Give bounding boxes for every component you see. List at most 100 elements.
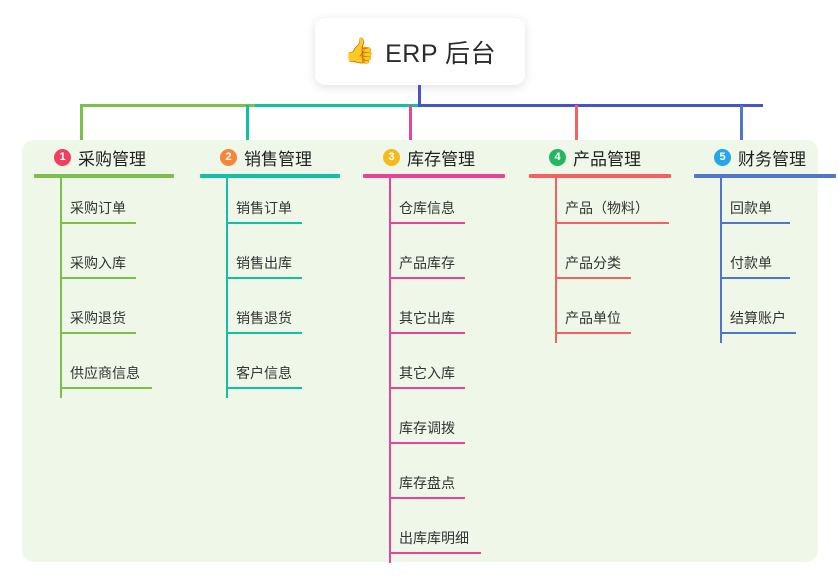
leaf-item[interactable]: 付款单 (694, 233, 839, 288)
leaf-item-label: 采购订单 (70, 200, 126, 216)
leaf-item-label: 产品单位 (565, 310, 621, 326)
leaf-item[interactable]: 供应商信息 (34, 343, 186, 398)
leaf-item-label: 销售订单 (236, 200, 292, 216)
leaf-item-underline (389, 552, 481, 554)
leaf-item[interactable]: 回款单 (694, 178, 839, 233)
branch-title-1: 采购管理 (78, 149, 146, 169)
leaf-item-underline (555, 222, 669, 224)
connector-horizontal-segment-1 (80, 104, 255, 107)
leaf-item[interactable]: 销售出库 (200, 233, 352, 288)
leaf-item-underline (555, 277, 631, 279)
leaf-item-underline (720, 277, 790, 279)
connector-drop-branch-1 (80, 105, 83, 145)
leaf-item[interactable]: 结算账户 (694, 288, 839, 343)
leaf-item[interactable]: 采购订单 (34, 178, 186, 233)
branch-title-2: 销售管理 (244, 149, 312, 169)
branch-1: 1 采购管理采购订单采购入库采购退货供应商信息 (34, 144, 186, 398)
leaf-item[interactable]: 其它入库 (363, 343, 517, 398)
branch-badge-icon-2: 2 (220, 148, 237, 166)
branch-underline-3 (363, 174, 505, 178)
connector-horizontal-segment-3 (418, 104, 763, 107)
leaf-item[interactable]: 产品单位 (529, 288, 683, 343)
leaf-item-underline (60, 332, 136, 334)
root-node[interactable]: 👍 ERP 后台 (315, 18, 525, 85)
leaf-item[interactable]: 其它出库 (363, 288, 517, 343)
leaf-item[interactable]: 出库库明细 (363, 508, 517, 563)
branch-underline-2 (200, 174, 340, 178)
leaf-item-underline (60, 387, 152, 389)
branch-header-1[interactable]: 1 采购管理 (34, 144, 186, 170)
leaf-item-label: 产品分类 (565, 255, 621, 271)
branch-title-4: 产品管理 (573, 149, 641, 169)
leaf-item[interactable]: 仓库信息 (363, 178, 517, 233)
leaf-item-label: 销售出库 (236, 255, 292, 271)
leaf-item-label: 销售退货 (236, 310, 292, 326)
leaf-item[interactable]: 销售退货 (200, 288, 352, 343)
branch-items-3: 仓库信息产品库存其它出库其它入库库存调拨库存盘点出库库明细 (363, 178, 517, 563)
branch-header-2[interactable]: 2 销售管理 (200, 144, 352, 170)
leaf-item[interactable]: 采购入库 (34, 233, 186, 288)
leaf-item-label: 其它入库 (399, 365, 455, 381)
leaf-item-underline (720, 332, 796, 334)
connector-drop-branch-4 (575, 105, 578, 145)
leaf-item-underline (226, 387, 302, 389)
branch-badge-icon-5: 5 (714, 148, 731, 166)
branch-spine-2 (226, 178, 228, 398)
connector-drop-branch-3 (409, 105, 412, 145)
branch-spine-5 (720, 178, 722, 343)
leaf-item-label: 库存调拨 (399, 420, 455, 436)
branches-panel (22, 140, 818, 562)
branch-underline-4 (529, 174, 671, 178)
leaf-item-underline (389, 277, 465, 279)
leaf-item-label: 采购入库 (70, 255, 126, 271)
leaf-item-underline (389, 497, 465, 499)
leaf-item-label: 回款单 (730, 200, 772, 216)
connector-horizontal-segment-2 (255, 104, 418, 107)
branch-items-4: 产品（物料） 产品分类产品单位 (529, 178, 683, 343)
leaf-item-label: 出库库明细 (399, 530, 469, 546)
leaf-item[interactable]: 销售订单 (200, 178, 352, 233)
leaf-item-label: 仓库信息 (399, 200, 455, 216)
leaf-item[interactable]: 采购退货 (34, 288, 186, 343)
leaf-item-label: 产品（物料） (565, 200, 649, 216)
branch-badge-icon-1: 1 (54, 148, 71, 166)
branch-2: 2 销售管理销售订单销售出库销售退货客户信息 (200, 144, 352, 398)
thumbs-up-icon: 👍 (343, 37, 376, 65)
branch-items-5: 回款单付款单结算账户 (694, 178, 839, 343)
branch-spine-3 (389, 178, 391, 563)
leaf-item-underline (389, 332, 465, 334)
branch-underline-5 (694, 174, 836, 178)
leaf-item-label: 客户信息 (236, 365, 292, 381)
leaf-item-label: 采购退货 (70, 310, 126, 326)
leaf-item-underline (389, 222, 465, 224)
branch-badge-icon-4: 4 (549, 148, 566, 166)
leaf-item-label: 库存盘点 (399, 475, 455, 491)
leaf-item-underline (226, 332, 302, 334)
root-title: ERP 后台 (385, 39, 497, 68)
root-connector-stem (418, 85, 421, 105)
leaf-item[interactable]: 客户信息 (200, 343, 352, 398)
branch-items-2: 销售订单销售出库销售退货客户信息 (200, 178, 352, 398)
leaf-item[interactable]: 产品（物料） (529, 178, 683, 233)
leaf-item[interactable]: 库存盘点 (363, 453, 517, 508)
branch-4: 4 产品管理产品（物料） 产品分类产品单位 (529, 144, 683, 343)
branch-spine-1 (60, 178, 62, 398)
leaf-item[interactable]: 产品库存 (363, 233, 517, 288)
connector-drop-branch-5 (740, 105, 743, 145)
leaf-item-underline (60, 277, 136, 279)
leaf-item-underline (720, 222, 790, 224)
leaf-item-underline (555, 332, 631, 334)
leaf-item-underline (226, 222, 302, 224)
leaf-item-label: 付款单 (730, 255, 772, 271)
leaf-item-underline (226, 277, 302, 279)
leaf-item[interactable]: 库存调拨 (363, 398, 517, 453)
leaf-item-label: 产品库存 (399, 255, 455, 271)
branch-items-1: 采购订单采购入库采购退货供应商信息 (34, 178, 186, 398)
branch-title-3: 库存管理 (407, 149, 475, 169)
leaf-item[interactable]: 产品分类 (529, 233, 683, 288)
branch-header-4[interactable]: 4 产品管理 (529, 144, 683, 170)
